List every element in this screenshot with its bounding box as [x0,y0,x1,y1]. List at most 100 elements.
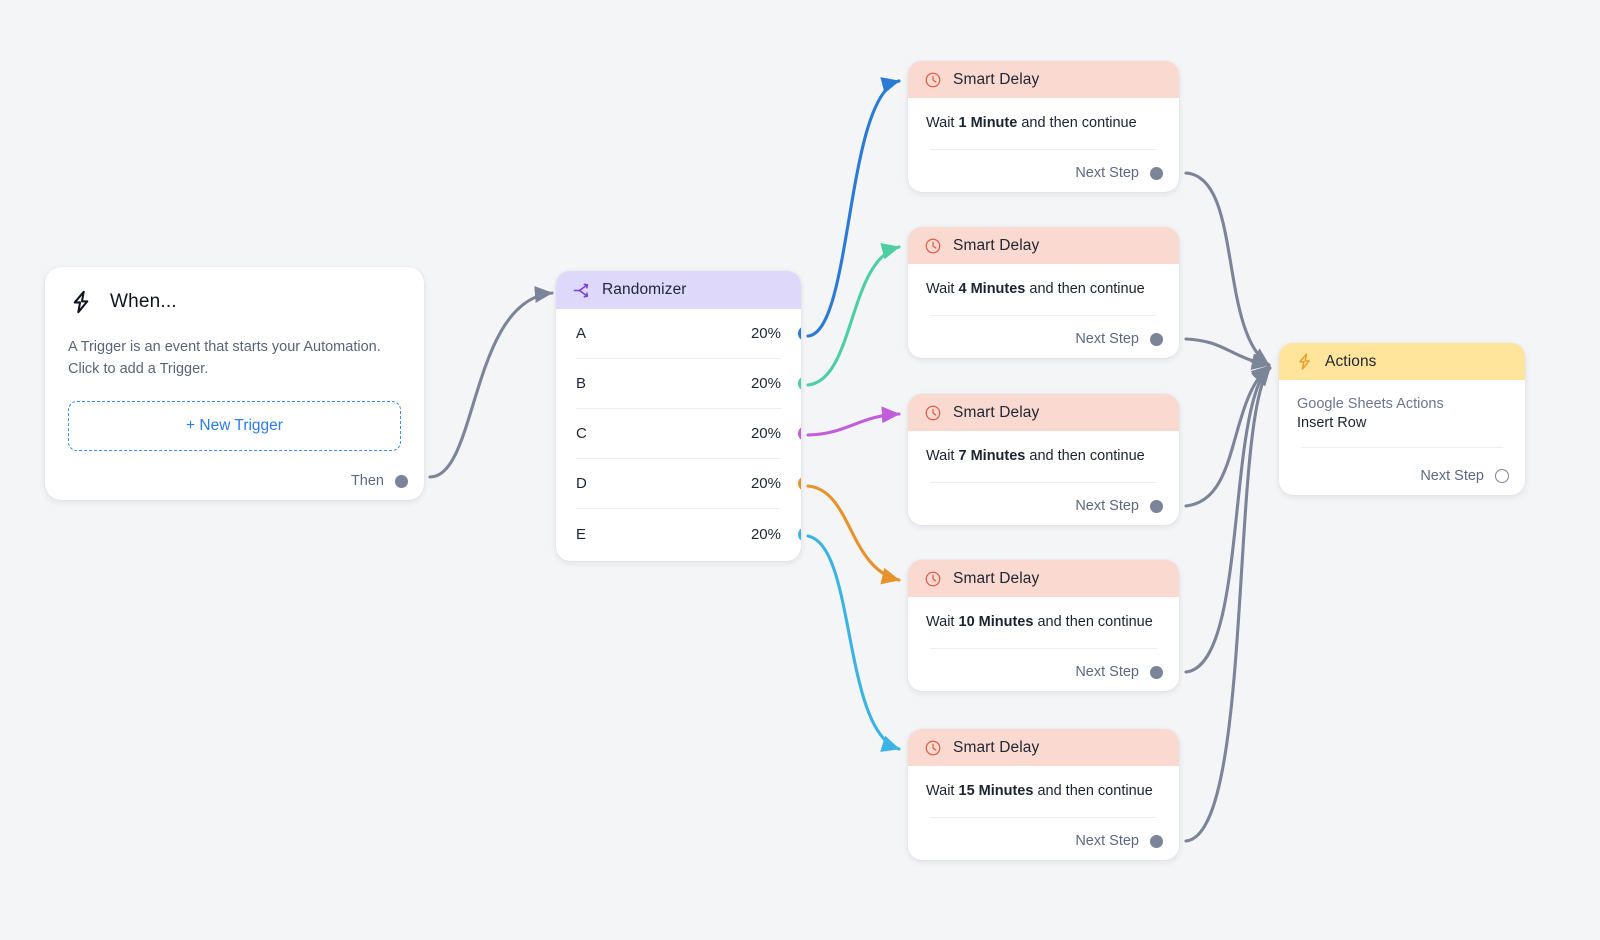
randomizer-title: Randomizer [602,281,687,298]
wait-prefix: Wait [926,115,959,131]
trigger-description-line1: A Trigger is an event that starts your A… [68,339,381,355]
branch-percent: 20% [750,425,781,442]
wait-suffix: and then continue [1025,281,1145,297]
clock-icon [924,570,942,588]
smart-delay-next-port[interactable]: Next Step [1075,331,1163,347]
edge-delay5-to-actions [1184,366,1272,843]
wait-suffix: and then continue [1033,783,1153,799]
divider [930,482,1157,483]
delay-description: Wait 10 Minutes and then continue [926,614,1161,630]
randomizer-row-d[interactable]: D 20% [576,459,801,509]
smart-delay-title: Smart Delay [953,738,1040,756]
actions-subtitle: Google Sheets Actions [1297,396,1444,412]
divider [930,315,1157,316]
actions-main-value: Insert Row [1297,415,1367,431]
smart-delay-node[interactable]: Smart Delay Wait 7 Minutes and then cont… [908,394,1179,525]
smart-delay-next-port[interactable]: Next Step [1075,498,1163,514]
edge-trigger-to-randomizer [428,286,554,479]
wait-suffix: and then continue [1033,614,1153,630]
lightning-bolt-icon [68,289,94,315]
divider [930,817,1157,818]
clock-icon [924,71,942,89]
branch-connector-dot-a[interactable] [798,326,801,341]
lightning-bolt-icon [1295,352,1314,371]
smart-delay-title: Smart Delay [953,569,1040,587]
branch-key: A [576,325,587,342]
branch-key: D [576,475,587,492]
edge-branch-b [806,243,901,387]
branch-key: E [576,525,587,543]
smart-delay-title: Smart Delay [953,236,1040,254]
next-step-connector-dot[interactable] [1150,499,1163,513]
smart-delay-header: Smart Delay [908,394,1179,431]
smart-delay-title: Smart Delay [953,70,1040,88]
wait-prefix: Wait [926,614,959,630]
branch-connector-dot-b[interactable] [798,376,801,391]
delay-duration: 1 Minute [958,115,1018,131]
randomizer-row-e[interactable]: E 20% [576,509,801,559]
branch-key: B [576,375,587,392]
next-step-label: Next Step [1075,833,1139,849]
wait-prefix: Wait [926,783,959,799]
new-trigger-button[interactable]: + New Trigger [68,401,401,451]
randomizer-node[interactable]: Randomizer A 20% B 20% C 20% D 20% [556,271,801,561]
actions-header: Actions [1279,343,1525,380]
delay-description: Wait 1 Minute and then continue [926,115,1161,131]
wait-suffix: and then continue [1017,115,1137,131]
next-step-connector-dot[interactable] [1150,665,1163,679]
actions-title: Actions [1325,352,1377,370]
edge-delay4-to-actions [1184,365,1271,674]
trigger-then-label: Then [350,473,384,489]
smart-delay-next-port[interactable]: Next Step [1075,664,1163,680]
smart-delay-header: Smart Delay [908,61,1179,98]
delay-description: Wait 7 Minutes and then continue [926,448,1161,464]
branch-connector-dot-c[interactable] [798,426,801,441]
smart-delay-header: Smart Delay [908,560,1179,597]
smart-delay-body: Wait 15 Minutes and then continue [908,766,1179,818]
branch-key: C [576,425,587,442]
smart-delay-body: Wait 1 Minute and then continue [908,98,1179,150]
next-step-connector-dot[interactable] [1495,469,1509,483]
randomizer-header: Randomizer [556,271,801,309]
edge-branch-d [806,484,901,585]
delay-description: Wait 4 Minutes and then continue [926,281,1161,297]
smart-delay-header: Smart Delay [908,729,1179,766]
smart-delay-body: Wait 7 Minutes and then continue [908,431,1179,483]
smart-delay-node[interactable]: Smart Delay Wait 4 Minutes and then cont… [908,227,1179,358]
clock-icon [924,739,942,757]
divider [1301,447,1503,448]
smart-delay-next-port[interactable]: Next Step [1075,833,1163,849]
trigger-node[interactable]: When... A Trigger is an event that start… [45,267,424,500]
trigger-then-port[interactable]: Then [351,473,408,489]
edge-delay2-to-actions [1184,337,1271,370]
randomizer-row-b[interactable]: B 20% [576,359,801,409]
edge-delay1-to-actions [1184,171,1271,367]
branch-connector-dot-e[interactable] [798,526,801,542]
actions-next-port[interactable]: Next Step [1420,468,1509,484]
branch-connector-dot-d[interactable] [798,476,801,491]
next-step-label: Next Step [1075,331,1139,347]
edge-branch-a [806,77,901,338]
clock-icon [924,237,942,255]
edge-branch-e [806,534,901,752]
wait-prefix: Wait [926,281,959,297]
then-connector-dot[interactable] [395,474,408,488]
divider [930,648,1157,649]
smart-delay-node[interactable]: Smart Delay Wait 1 Minute and then conti… [908,61,1179,192]
smart-delay-title: Smart Delay [953,403,1040,421]
next-step-connector-dot[interactable] [1150,332,1163,346]
actions-node[interactable]: Actions Google Sheets Actions Insert Row… [1279,343,1525,495]
randomizer-rows: A 20% B 20% C 20% D 20% E 20% [556,309,801,559]
next-step-connector-dot[interactable] [1150,166,1163,180]
smart-delay-next-port[interactable]: Next Step [1075,165,1163,181]
next-step-connector-dot[interactable] [1150,834,1163,848]
next-step-label: Next Step [1075,664,1139,680]
divider [930,149,1157,150]
smart-delay-node[interactable]: Smart Delay Wait 10 Minutes and then con… [908,560,1179,691]
smart-delay-node[interactable]: Smart Delay Wait 15 Minutes and then con… [908,729,1179,860]
branch-percent: 20% [750,475,781,492]
randomizer-row-a[interactable]: A 20% [576,309,801,359]
branch-percent: 20% [750,525,781,543]
randomizer-row-c[interactable]: C 20% [576,409,801,459]
